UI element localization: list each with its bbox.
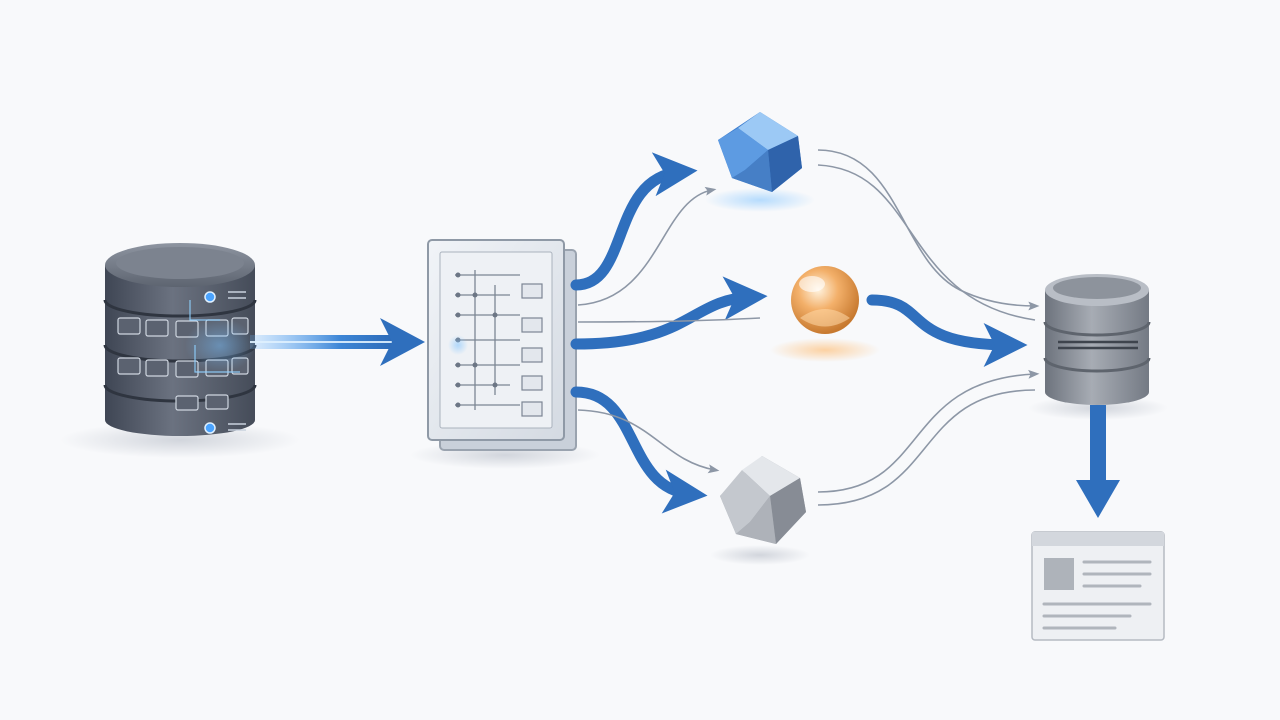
converging-connectors <box>817 149 1040 506</box>
orb-glow <box>770 338 880 362</box>
orb-to-database-arrow <box>866 294 1028 367</box>
router-panel-icon <box>427 239 577 451</box>
target-database-icon <box>1043 274 1151 405</box>
silver-gem-shadow <box>710 545 810 565</box>
source-db-shadow <box>60 422 300 458</box>
flow-arrows-blue <box>570 152 768 514</box>
glowing-orb-icon <box>791 266 859 334</box>
flow-connectors-gray <box>577 186 761 474</box>
output-arrow <box>1076 405 1120 518</box>
silver-polyhedron-icon <box>720 456 806 544</box>
blue-gem-glow <box>705 188 815 212</box>
blue-polyhedron-icon <box>718 112 802 192</box>
blue-arrow-middle <box>570 276 768 350</box>
document-card-icon <box>1031 531 1165 641</box>
source-database-icon <box>103 243 257 436</box>
blue-arrow-lower <box>570 386 708 514</box>
blue-arrow-upper <box>570 152 698 291</box>
ingest-arrow <box>250 318 425 366</box>
